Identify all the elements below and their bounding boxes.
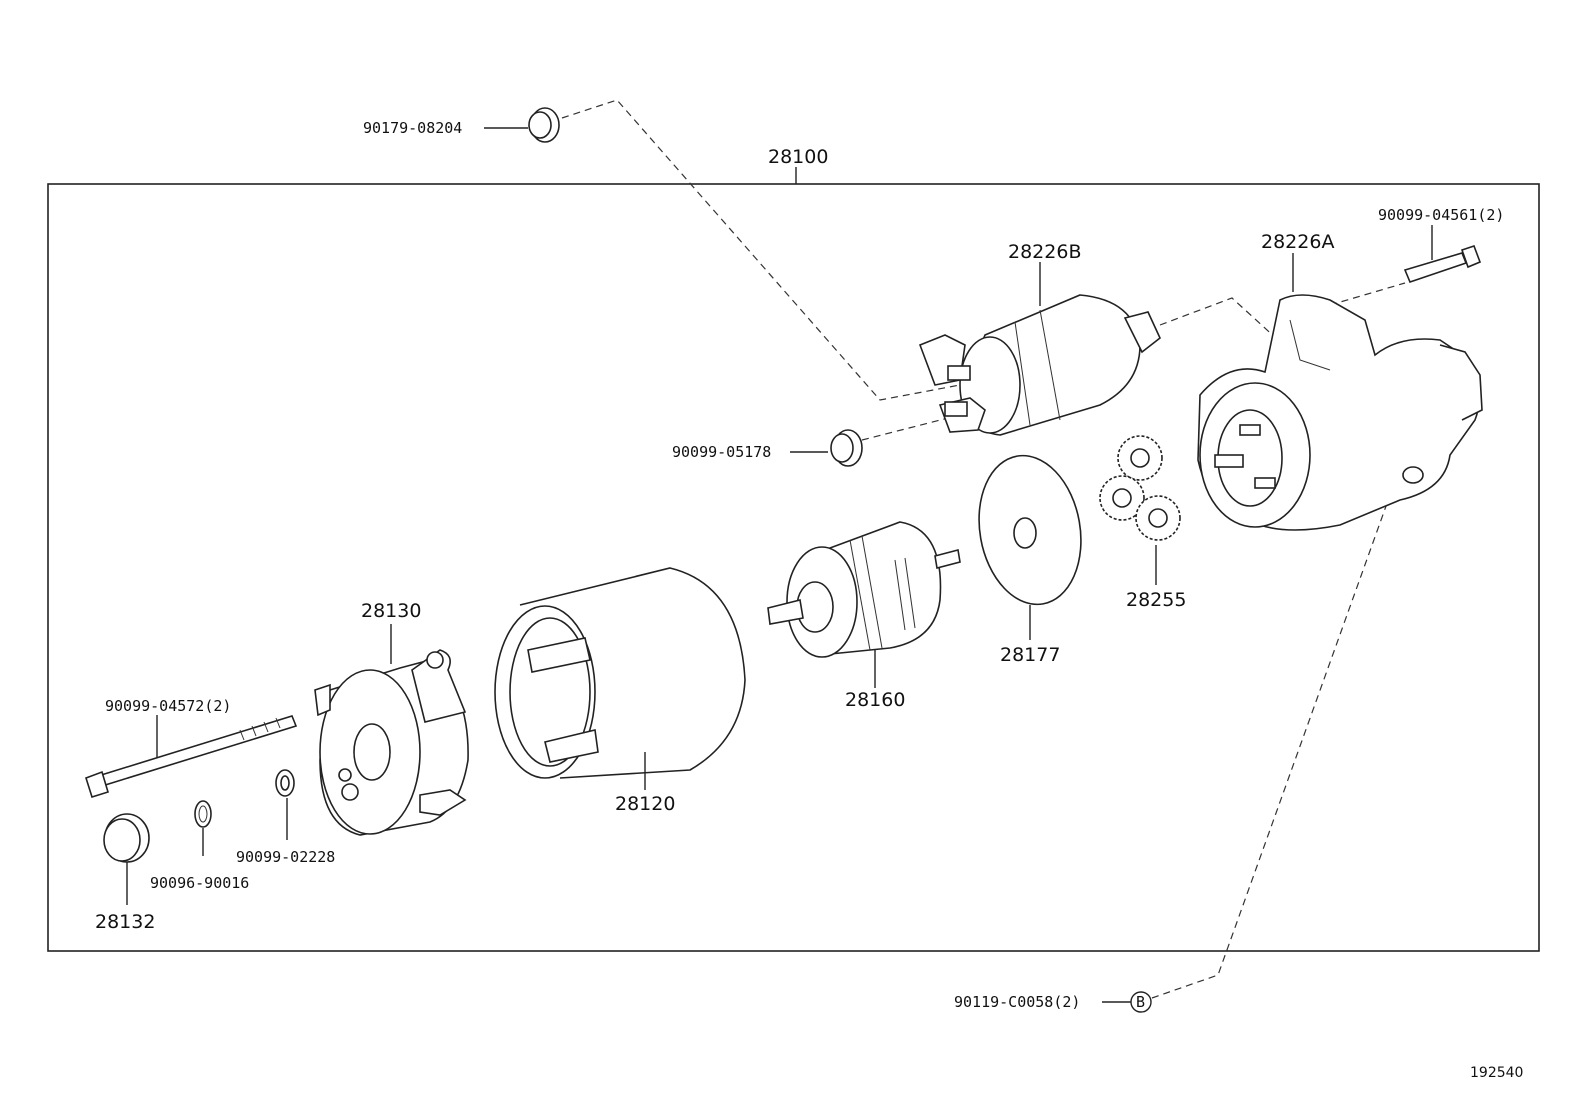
assembly-part-number[interactable]: 28100 <box>768 146 828 168</box>
label-28177[interactable]: 28177 <box>1000 644 1060 666</box>
alignment-line-bolt-top <box>1329 282 1406 306</box>
armature-icon[interactable] <box>767 521 961 658</box>
solenoid-switch-icon[interactable] <box>918 294 1161 436</box>
label-90099-04561[interactable]: 90099-04561(2) <box>1378 206 1504 224</box>
label-28255[interactable]: 28255 <box>1126 589 1186 611</box>
label-28226B[interactable]: 28226B <box>1008 241 1081 263</box>
label-28120[interactable]: 28120 <box>615 793 675 815</box>
alignment-line-washer <box>861 414 961 441</box>
label-28132[interactable]: 28132 <box>95 911 155 933</box>
through-bolt-icon[interactable] <box>85 715 298 799</box>
figure-id: 192540 <box>1470 1065 1523 1081</box>
label-28226A[interactable]: 28226A <box>1261 231 1334 253</box>
reference-marker-b: B <box>1136 993 1145 1011</box>
plate-icon[interactable] <box>968 447 1093 612</box>
bolt-top-icon[interactable] <box>1403 244 1482 283</box>
label-90119-C0058[interactable]: 90119-C0058(2) <box>954 993 1080 1011</box>
end-cap-icon[interactable] <box>103 813 150 863</box>
planetary-gear-icon[interactable] <box>1099 435 1181 541</box>
label-90099-02228[interactable]: 90099-02228 <box>236 848 335 866</box>
label-90099-04572[interactable]: 90099-04572(2) <box>105 697 231 715</box>
assembly-frame <box>47 183 1540 952</box>
retaining-ring-icon[interactable] <box>194 800 212 828</box>
small-washer-icon[interactable] <box>275 769 295 797</box>
label-28130[interactable]: 28130 <box>361 600 421 622</box>
alignment-line-bolt-b <box>1151 494 1391 999</box>
starter-housing-icon[interactable] <box>1197 294 1483 531</box>
plug-icon[interactable] <box>528 107 560 143</box>
label-90096-90016[interactable]: 90096-90016 <box>150 874 249 892</box>
washer-icon[interactable] <box>830 429 863 467</box>
yoke-icon[interactable] <box>494 567 746 779</box>
alignment-line-plug <box>561 99 1041 401</box>
label-28160[interactable]: 28160 <box>845 689 905 711</box>
label-90179-08204[interactable]: 90179-08204 <box>363 119 462 137</box>
reference-marker-b-icon[interactable] <box>1130 991 1152 1013</box>
label-90099-05178[interactable]: 90099-05178 <box>672 443 771 461</box>
end-frame-icon[interactable] <box>314 649 469 836</box>
